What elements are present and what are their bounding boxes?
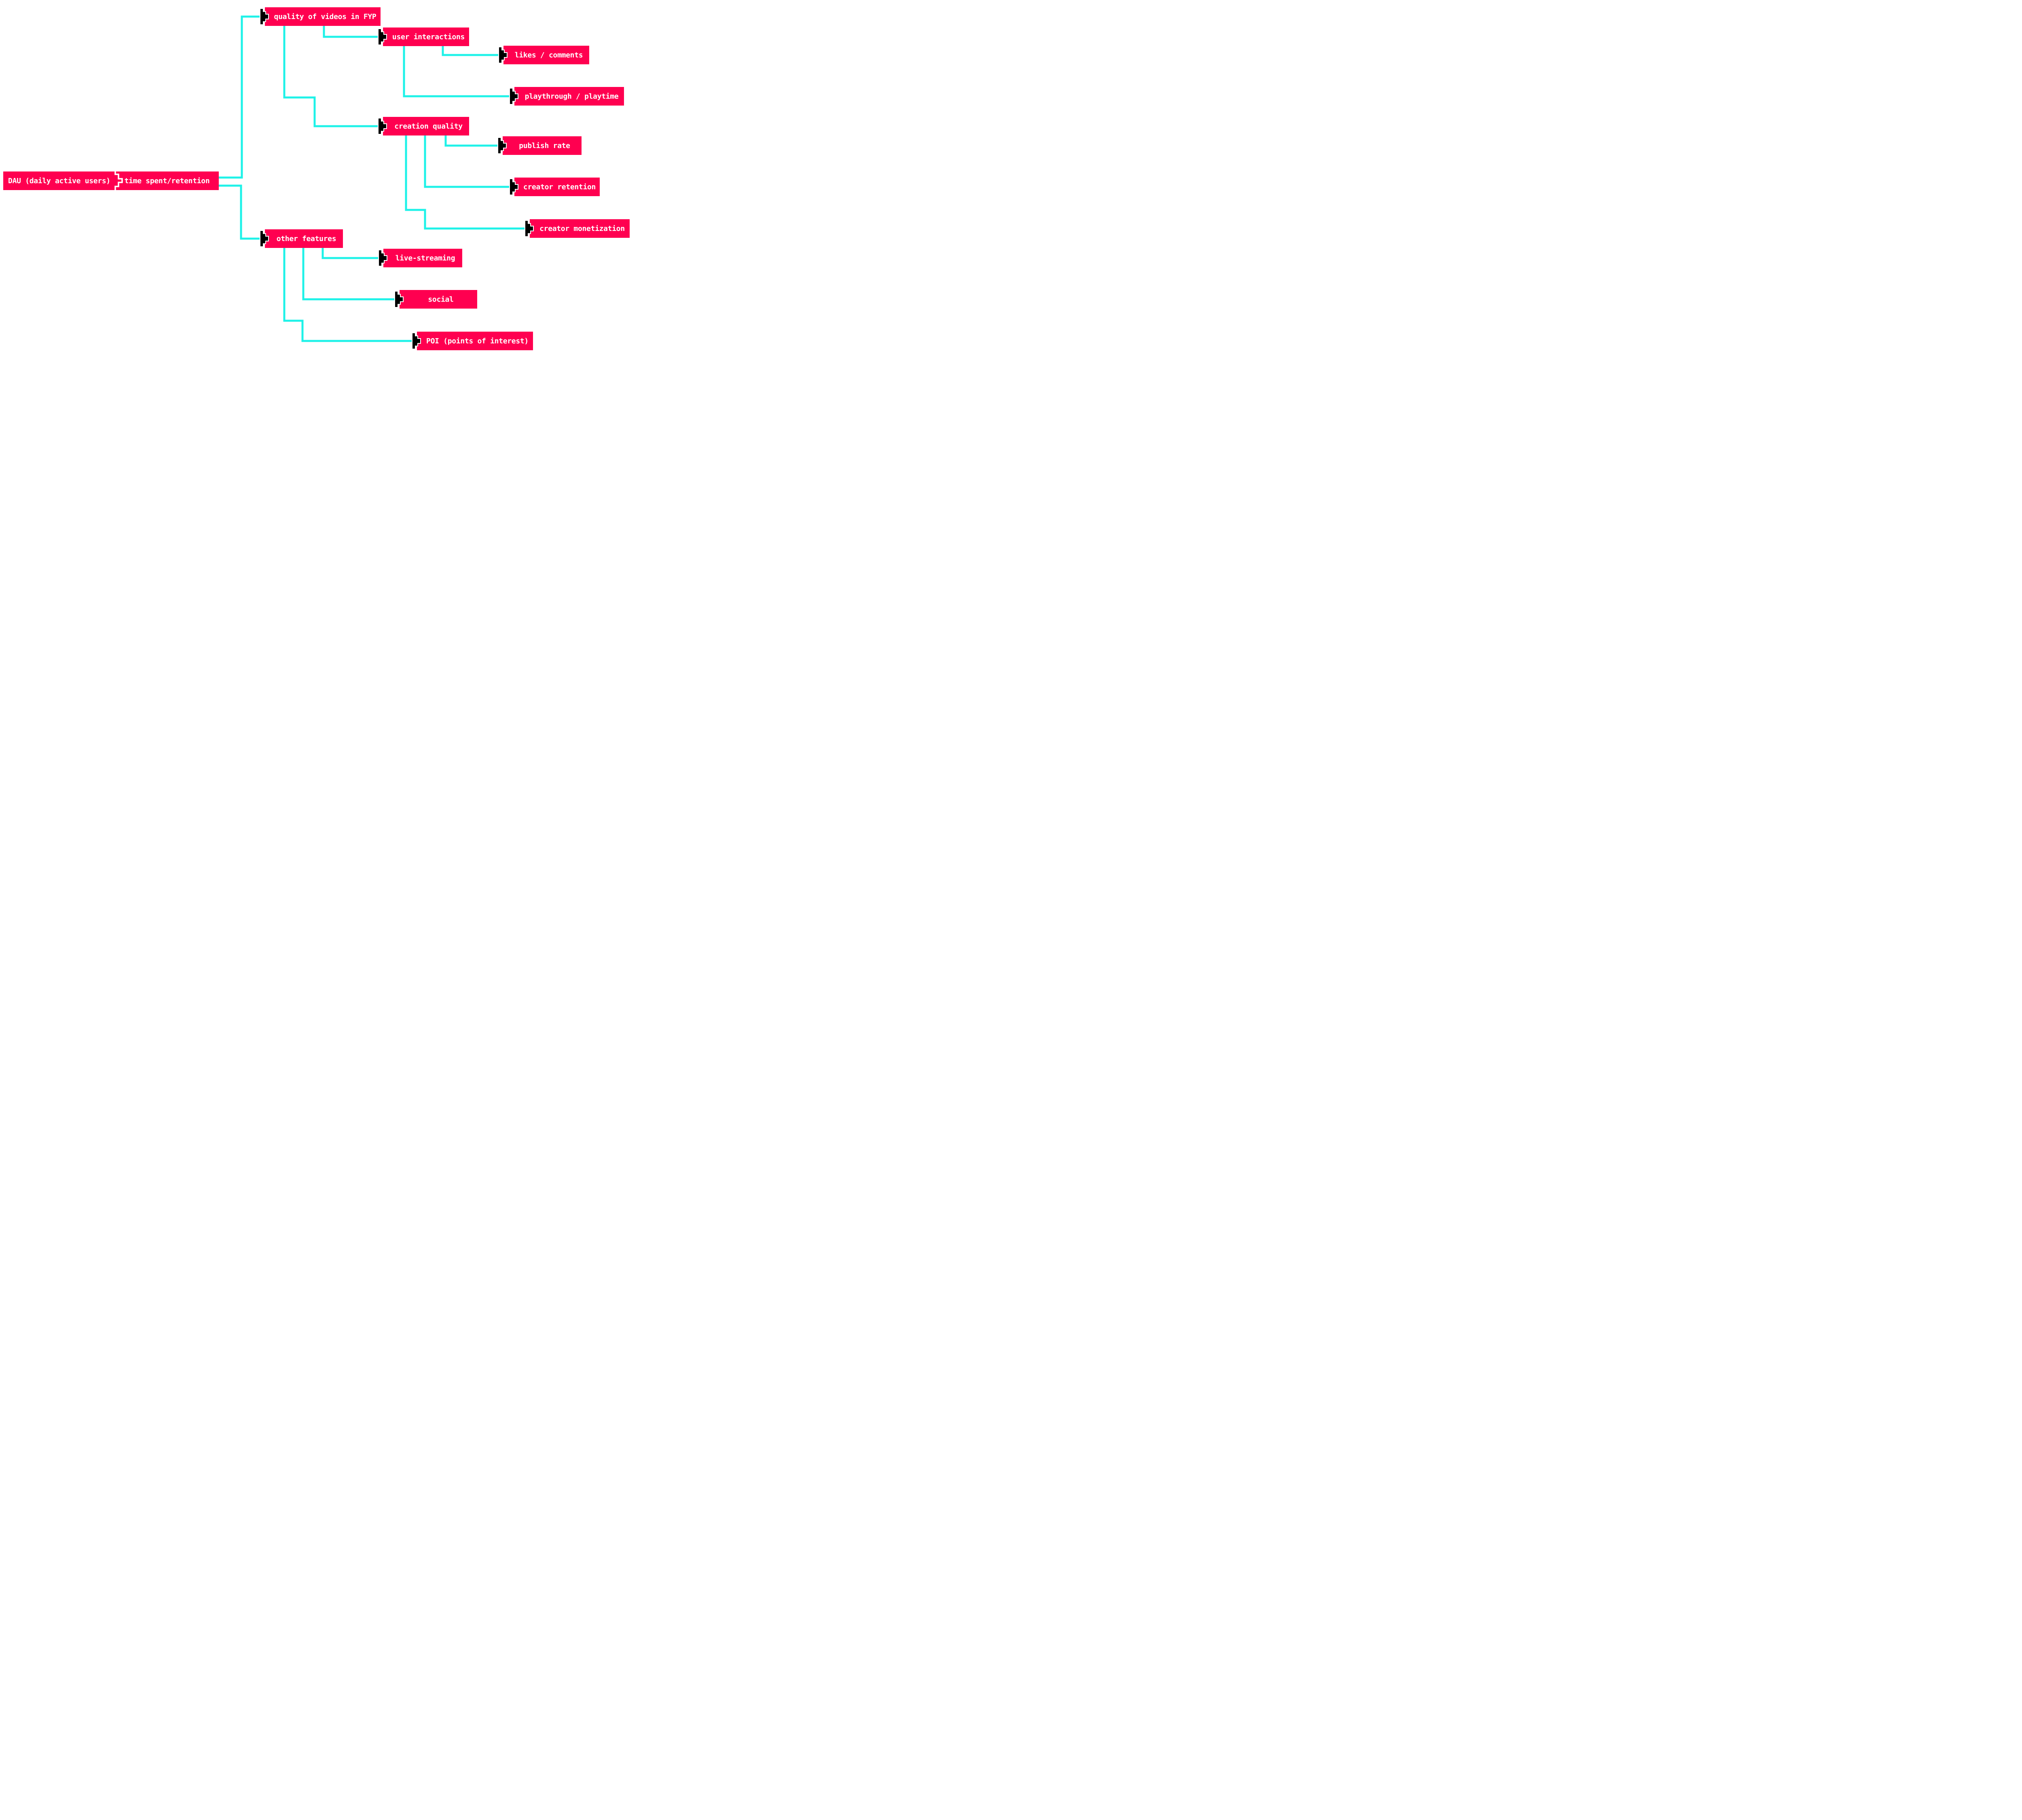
node-label: creation quality: [394, 122, 463, 131]
node-other_features[interactable]: other features: [265, 229, 343, 248]
node-poi[interactable]: POI (points of interest): [417, 332, 533, 350]
node-social[interactable]: social: [400, 290, 477, 309]
node-label: POI (points of interest): [426, 336, 529, 345]
node-playthrough[interactable]: playthrough / playtime: [514, 87, 624, 106]
node-time_spent[interactable]: time spent/retention: [115, 171, 219, 190]
node-label: likes / comments: [514, 51, 583, 59]
connector-other_features-poi: [283, 248, 414, 342]
node-label: live-streaming: [395, 254, 455, 262]
node-creation_quality[interactable]: creation quality: [383, 117, 469, 135]
connector-user_interactions-playthrough: [403, 46, 511, 97]
node-label: playthrough / playtime: [525, 92, 619, 101]
connector-time_spent-quality_fyp: [219, 15, 262, 179]
node-label: creator monetization: [539, 224, 625, 233]
connector-creation_quality-creator_retention: [424, 135, 511, 188]
node-user_interactions[interactable]: user interactions: [383, 28, 469, 46]
node-label: user interactions: [392, 32, 465, 41]
connector-creation_quality-publish_rate: [444, 135, 499, 147]
connector-other_features-social: [302, 248, 396, 301]
node-creator_monetization[interactable]: creator monetization: [530, 219, 630, 238]
node-label: quality of videos in FYP: [274, 12, 376, 21]
node-publish_rate[interactable]: publish rate: [503, 136, 582, 155]
connector-quality_fyp-creation_quality: [283, 26, 380, 127]
node-quality_fyp[interactable]: quality of videos in FYP: [265, 7, 381, 26]
connector-layer: [219, 15, 527, 342]
connector-quality_fyp-user_interactions: [323, 26, 380, 38]
connector-time_spent-other_features: [219, 184, 262, 240]
connector-creation_quality-creator_monetization: [405, 135, 527, 230]
node-label: time spent/retention: [124, 176, 210, 185]
node-likes_comments[interactable]: likes / comments: [503, 46, 589, 64]
mindmap-canvas: DAU (daily active users) time spent/reten…: [0, 0, 634, 357]
node-label: other features: [276, 234, 336, 243]
node-label: creator retention: [523, 182, 596, 191]
node-label: publish rate: [519, 141, 570, 150]
node-live_streaming[interactable]: live-streaming: [383, 249, 462, 267]
node-label: social: [428, 295, 454, 304]
connector-other_features-live_streaming: [321, 248, 380, 259]
node-label: DAU (daily active users): [8, 176, 110, 185]
node-creator_retention[interactable]: creator retention: [514, 178, 600, 196]
connector-user_interactions-likes_comments: [442, 46, 500, 56]
node-dau[interactable]: DAU (daily active users): [3, 171, 115, 190]
